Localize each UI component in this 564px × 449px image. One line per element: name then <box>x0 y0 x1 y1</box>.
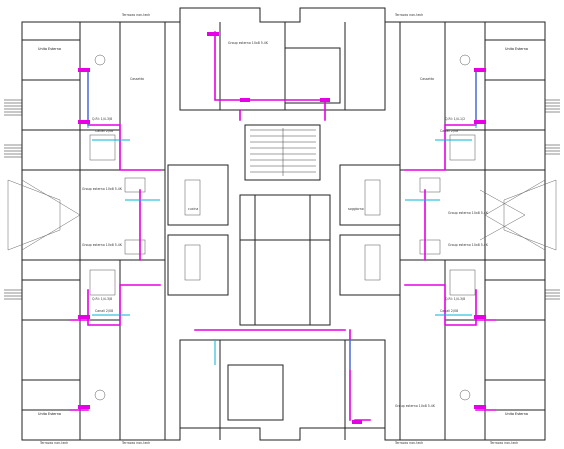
drawing-labels: Terrazzo non-tech Terrazzo non-tech Grou… <box>38 13 528 445</box>
label-pipe-f: Canali 2/08 <box>95 309 113 313</box>
label-pipe-d: Q.Rl: 1/4-3/8 <box>445 297 465 301</box>
label-room-cucina: cucina <box>188 207 198 211</box>
label-balcony-bl: Terrazzo non-tech <box>121 441 150 445</box>
staircase <box>250 128 316 176</box>
label-balcony-bmr: Terrazzo non-tech <box>489 441 518 445</box>
label-unit-tl: Unita Esterna <box>38 47 61 51</box>
label-riser-bottom: Group esterno 10x8 5.4K <box>395 404 436 408</box>
label-pipe-a: Q.Rl: 1/4-3/8 <box>92 117 112 121</box>
label-riser-left-b: Group esterno 10x8 5.4K <box>82 243 123 247</box>
label-balcony-tl: Terrazzo non-tech <box>121 13 150 17</box>
window-openings <box>4 21 560 441</box>
refrigerant-pipes <box>69 31 496 421</box>
label-riser-top: Group esterno 10x8 5.4K <box>228 41 269 45</box>
label-pipe-b: Q.Rl: 1/4-3/8 <box>92 297 112 301</box>
label-pipe-g: Canali 2/08 <box>440 129 458 133</box>
label-riser-right-a: Group esterno 10x8 5.4K <box>448 211 489 215</box>
label-ahu-tl: Cassetta <box>130 77 144 81</box>
balcony-hatching <box>7 179 557 251</box>
label-pipe-c: Q.Rl: 1/4-1/2 <box>445 117 465 121</box>
indoor-units <box>78 32 486 424</box>
label-unit-tr: Unita Esterna <box>505 47 528 51</box>
label-ahu-tr: Cassetta <box>420 77 434 81</box>
fixtures <box>89 54 476 401</box>
label-room-soggiorno: soggiorno <box>348 207 364 211</box>
label-unit-br: Unita Esterna <box>505 412 528 416</box>
label-balcony-bml: Terrazzo non-tech <box>39 441 68 445</box>
condensate-lines <box>87 72 477 370</box>
label-balcony-br: Terrazzo non-tech <box>394 441 423 445</box>
label-pipe-e: Canali 2/08 <box>95 129 113 133</box>
label-balcony-tr: Terrazzo non-tech <box>394 13 423 17</box>
label-riser-right-b: Group esterno 10x8 5.4K <box>448 243 489 247</box>
label-riser-left-a: Group esterno 10x8 5.4K <box>82 187 123 191</box>
label-pipe-h: Canali 2/08 <box>440 309 458 313</box>
label-unit-bl: Unita Esterna <box>38 412 61 416</box>
building-walls <box>21 7 546 441</box>
